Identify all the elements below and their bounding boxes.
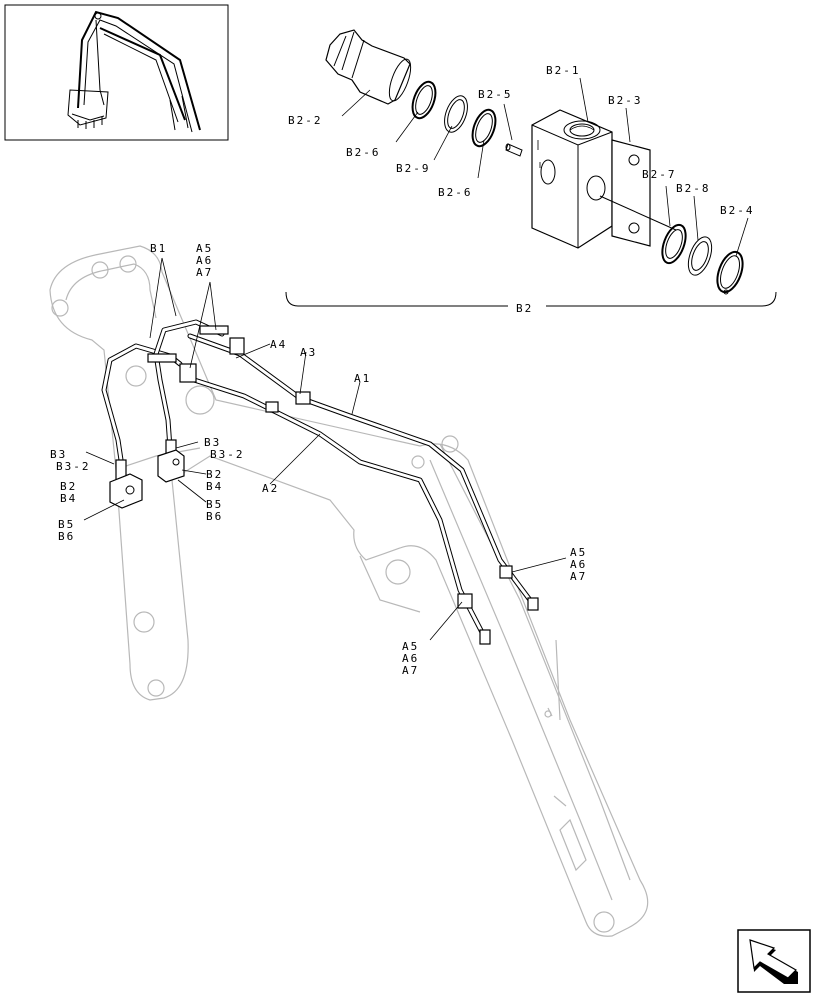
label-b4-left[interactable]: B4 [60,492,77,505]
label-b5-mid[interactable]: B5 [206,498,223,511]
o-ring-b2-7[interactable] [658,222,690,266]
junction-block-left[interactable] [109,473,143,509]
snap-ring-b2-4[interactable] [712,249,747,296]
label-b2-9[interactable]: B2-9 [396,162,431,175]
label-b2-5[interactable]: B2-5 [478,88,513,101]
label-a5-top[interactable]: A5 [196,242,213,255]
label-a6-top[interactable]: A6 [196,254,213,267]
label-b2-7[interactable]: B2-7 [642,168,677,181]
junction-block-assembly [285,29,777,307]
junction-block-b2-1[interactable] [531,109,613,249]
backup-ring-b2-8[interactable] [684,234,716,278]
label-a3[interactable]: A3 [300,346,317,359]
label-b5-left[interactable]: B5 [58,518,75,531]
label-a2[interactable]: A2 [262,482,279,495]
label-b2-2[interactable]: B2-2 [288,114,323,127]
label-b2-6-bottom[interactable]: B2-6 [438,186,473,199]
label-b2-6-top[interactable]: B2-6 [346,146,381,159]
label-a6-right[interactable]: A6 [570,558,587,571]
label-a6-bottom[interactable]: A6 [402,652,419,665]
label-b2-left[interactable]: B2 [60,480,77,493]
label-b2-mid[interactable]: B2 [206,468,223,481]
clamp-fittings [115,325,539,645]
label-b2-8[interactable]: B2-8 [676,182,711,195]
label-b6-mid[interactable]: B6 [206,510,223,523]
next-page-arrow-icon[interactable] [737,929,811,993]
label-a1[interactable]: A1 [354,372,371,385]
part-labels: B2-1 B2-2 B2-3 B2-4 B2-5 B2-6 B2-9 B2-6 … [50,64,755,677]
label-b4-mid[interactable]: B4 [206,480,223,493]
label-a7-top[interactable]: A7 [196,266,213,279]
label-b6-left[interactable]: B6 [58,530,75,543]
label-b1[interactable]: B1 [150,242,167,255]
label-b2-1[interactable]: B2-1 [546,64,581,77]
o-ring-b2-6-bottom[interactable] [468,107,500,150]
label-b2-group[interactable]: B2 [516,302,533,315]
plate-b2-3[interactable] [611,139,651,247]
adapter-fitting-part[interactable] [325,29,415,105]
pipe-a2[interactable] [185,375,489,643]
junction-block-mid[interactable] [157,449,185,483]
label-b3-left[interactable]: B3 [50,448,67,461]
pipe-a1[interactable] [187,333,533,603]
label-a7-right[interactable]: A7 [570,570,587,583]
boom-structure [49,245,649,937]
label-a5-bottom[interactable]: A5 [402,640,419,653]
label-b3-2-mid[interactable]: B3-2 [210,448,245,461]
o-ring-b2-6-top[interactable] [408,79,440,122]
label-b3-2-left[interactable]: B3-2 [56,460,91,473]
label-a4[interactable]: A4 [270,338,287,351]
label-b2-3[interactable]: B2-3 [608,94,643,107]
label-a5-right[interactable]: A5 [570,546,587,559]
label-b2-4[interactable]: B2-4 [720,204,755,217]
label-b3-mid[interactable]: B3 [204,436,221,449]
leader-lines [83,257,567,641]
backup-ring-b2-9[interactable] [440,93,472,136]
excavator-boom-thumbnail-icon[interactable] [4,4,229,141]
pin-b2-5[interactable] [505,143,523,157]
label-a7-bottom[interactable]: A7 [402,664,419,677]
